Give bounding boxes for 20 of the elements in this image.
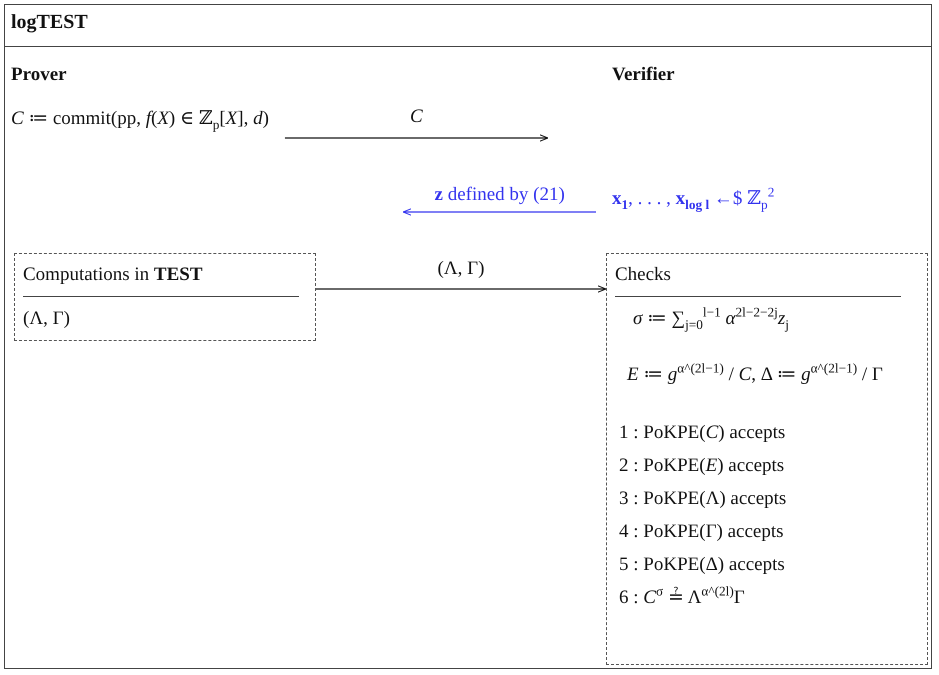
dashed-box (606, 253, 928, 665)
box-text: 4 : PoKPE(Γ) accepts (619, 521, 784, 544)
arrow (316, 285, 607, 293)
box-text: E ≔ g$^{α^(2l−1)}$ / C, Δ ≔ g$^{α^(2l−1)}$ / Γ (627, 364, 883, 387)
box-heading: Checks (615, 264, 671, 287)
column-heading: Verifier (612, 64, 675, 87)
box-heading: Computations in TEST (23, 264, 202, 287)
arrow (284, 134, 549, 142)
arrow (402, 208, 596, 216)
box-text: (Λ, Γ) (23, 308, 70, 331)
column-heading: Prover (11, 64, 67, 87)
box-text: σ ≔ ∑$_{j=0}$$^{l−1}$ α$^{2l−2−2j}$z$_{j}$ (633, 308, 789, 331)
box-text: 6 : C$^{σ}$ ≟ Λ$^{α^(2l)}$Γ (619, 587, 745, 610)
box-text: 5 : PoKPE(Δ) accepts (619, 554, 785, 577)
diagram-title: logTEST (11, 10, 88, 34)
math-expression: C ≔ commit(pp, f(X) ∈ ℤ$_{p}$[X], d) (11, 108, 269, 131)
box-text: 3 : PoKPE(Λ) accepts (619, 488, 786, 511)
dashed-box (14, 253, 316, 341)
box-text: 1 : PoKPE(C) accepts (619, 422, 786, 445)
box-text: 2 : PoKPE(E) accepts (619, 455, 784, 478)
